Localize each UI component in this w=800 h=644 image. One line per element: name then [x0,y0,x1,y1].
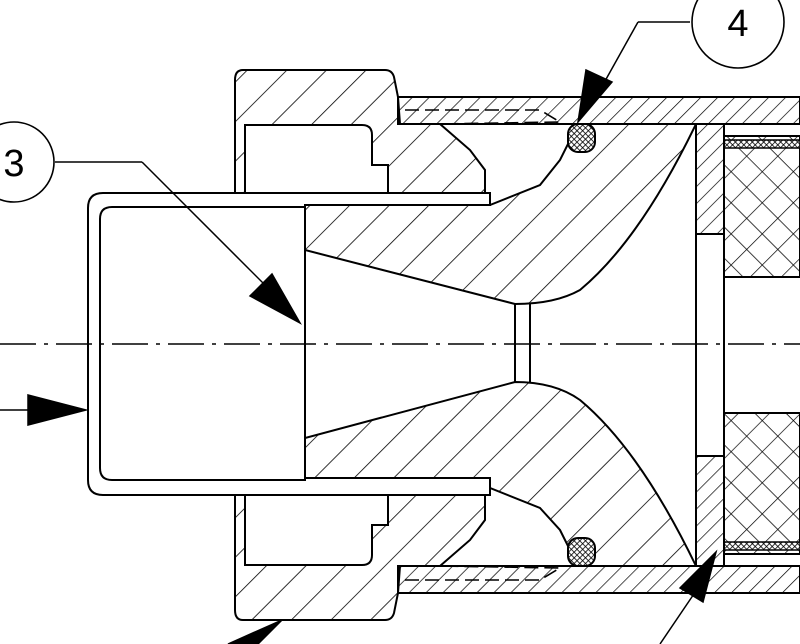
callout-3-label: 3 [3,143,24,185]
end-ring [695,123,725,567]
leader-arrow-bottom-right [659,549,718,644]
o-ring-bottom [567,537,596,567]
flow-arrow [0,394,89,426]
union-nut-bottom [234,489,486,621]
insulation-layer [723,135,800,555]
union-nut-top [234,69,486,206]
o-ring-top [567,123,596,153]
leader-line-3 [55,161,302,325]
callout-4: 4 [691,0,785,69]
leader-arrow-bottom-left [227,619,283,644]
leader-line-4 [576,21,690,125]
fitting-body-bottom [304,380,698,567]
throat [514,304,531,382]
seal-lip [405,109,563,581]
fitting-body-top [304,123,698,306]
callout-4-label: 4 [727,3,748,45]
callout-3: 3 [0,121,55,203]
